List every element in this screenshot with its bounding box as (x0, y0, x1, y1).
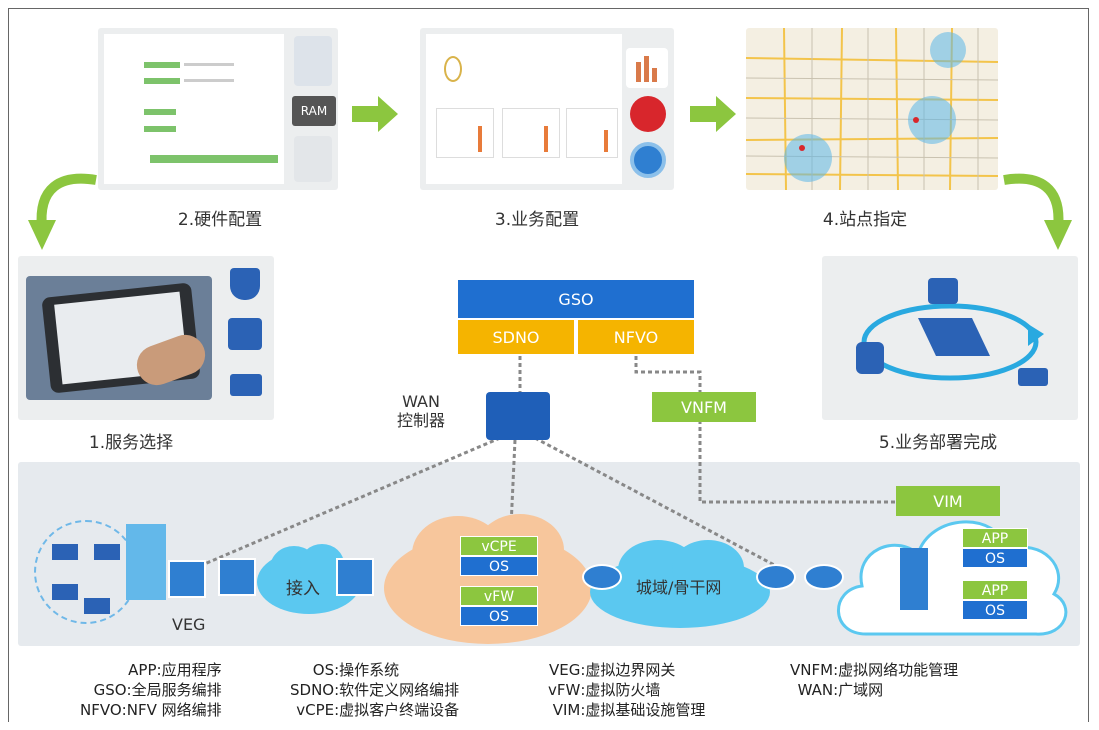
gear-icon (630, 142, 666, 178)
metro-cloud (590, 540, 770, 628)
green-arrow-icon (690, 96, 736, 132)
gso-box: GSO (458, 280, 694, 318)
vcpe-stack: vCPE OS (460, 536, 538, 576)
legend-value: 广域网 (838, 681, 884, 699)
sdno-box: SDNO (458, 320, 574, 354)
vcpe-label: vCPE (460, 536, 538, 556)
legend-col-2: OS:操作系统 SDNO:软件定义网络编排 vCPE:虚拟客户终端设备 (290, 660, 467, 720)
router-icon (756, 564, 796, 590)
building-icon (126, 524, 166, 600)
step-5-label: 5.业务部署完成 (878, 433, 998, 453)
legend-key: APP (128, 661, 157, 679)
legend-value: 虚拟网络功能管理 (838, 661, 959, 679)
access-label: 接入 (286, 579, 320, 599)
legend-key: VEG (548, 661, 581, 679)
green-arrow-icon (352, 96, 398, 132)
usb-device-icon (230, 374, 262, 396)
legend-value: 虚拟基础设施管理 (585, 701, 706, 719)
legend-value: 应用程序 (161, 661, 222, 679)
legend-col-3: VEG:虚拟边界网关 vFW:虚拟防火墙 VIM:虚拟基础设施管理 (548, 660, 713, 720)
legend-value: 软件定义网络编排 (339, 681, 460, 699)
legend-value: 虚拟边界网关 (585, 661, 676, 679)
metro-label: 城域/骨干网 (636, 578, 722, 597)
wan-controller-icon (486, 392, 550, 440)
legend-value: 全局服务编排 (131, 681, 222, 699)
legend-col-4: VNFM:虚拟网络功能管理 WAN:广域网 (790, 660, 966, 700)
hardware-config-panel: RAM (98, 28, 338, 190)
orange-cloud (384, 514, 592, 644)
firewall-icon (228, 318, 262, 350)
storage-icon (294, 136, 332, 182)
site-map-panel (746, 28, 998, 190)
curved-arrow-icon (28, 173, 97, 250)
diagram-frame (8, 8, 1089, 722)
hardware-server-icon (294, 36, 332, 86)
computer-icon (94, 544, 120, 560)
os-label: OS (460, 556, 538, 576)
shield-lock-icon (230, 268, 260, 300)
legend-value: NFV 网络编排 (126, 701, 222, 719)
wan-label: WAN (402, 392, 440, 411)
business-config-panel (420, 28, 674, 190)
firewall-icon (900, 548, 928, 610)
app-stack-1: APP OS (962, 528, 1028, 568)
legend-key: GSO (93, 681, 127, 699)
dashboard-mockup (426, 34, 622, 184)
step-1-label: 1.服务选择 (88, 433, 174, 453)
curved-arrow-icon (1003, 173, 1072, 250)
config-form-mockup (104, 34, 284, 184)
veg-switch-icon (168, 560, 206, 598)
computer-icon (84, 598, 110, 614)
city-map-icon (746, 28, 998, 190)
legend-key: VIM (552, 701, 581, 719)
deploy-done-panel (822, 256, 1078, 420)
legend-key: VNFM (790, 661, 834, 679)
computer-icon (52, 584, 78, 600)
service-select-panel (18, 256, 274, 420)
veg-label: VEG (172, 615, 206, 634)
bar-chart-icon (626, 48, 668, 88)
step-4-label: 4.站点指定 (822, 210, 908, 230)
legend-key: vCPE (296, 701, 335, 719)
switch-icon (336, 558, 374, 596)
switch-icon (218, 558, 256, 596)
reset-button-icon (630, 96, 666, 132)
legend-value: 虚拟防火墙 (585, 681, 661, 699)
nfvo-box: NFVO (578, 320, 694, 354)
step-3-label: 3.业务配置 (494, 210, 580, 230)
computer-icon (52, 544, 78, 560)
os-label: OS (962, 600, 1028, 620)
tablet-photo (26, 276, 212, 400)
app-label: APP (962, 580, 1028, 600)
legend-value: 操作系统 (339, 661, 400, 679)
legend-key: OS (312, 661, 335, 679)
router-icon (804, 564, 844, 590)
legend-col-1: APP:应用程序 GSO:全局服务编排 NFVO:NFV 网络编排 (80, 661, 222, 719)
legend-key: WAN (797, 681, 834, 699)
legend-key: vFW (548, 681, 581, 699)
app-label: APP (962, 528, 1028, 548)
app-stack-2: APP OS (962, 580, 1028, 620)
legend-key: NFVO (80, 701, 122, 719)
controller-label: 控制器 (396, 411, 445, 430)
access-cloud (257, 544, 361, 614)
legend-value: 虚拟客户终端设备 (339, 701, 460, 719)
vnfm-box: VNFM (652, 392, 756, 422)
os-label: OS (962, 548, 1028, 568)
router-icon (582, 564, 622, 590)
wan-controller-label: WAN 控制器 (388, 392, 454, 430)
vim-box: VIM (896, 486, 1000, 516)
datacenter-cloud (837, 520, 1068, 636)
vfw-label: vFW (460, 586, 538, 606)
vfw-stack: vFW OS (460, 586, 538, 626)
ram-chip-icon: RAM (292, 96, 336, 126)
legend-key: SDNO (290, 681, 335, 699)
deployment-cycle-icon (856, 278, 1048, 386)
step-2-label: 2.硬件配置 (177, 210, 263, 230)
os-label: OS (460, 606, 538, 626)
